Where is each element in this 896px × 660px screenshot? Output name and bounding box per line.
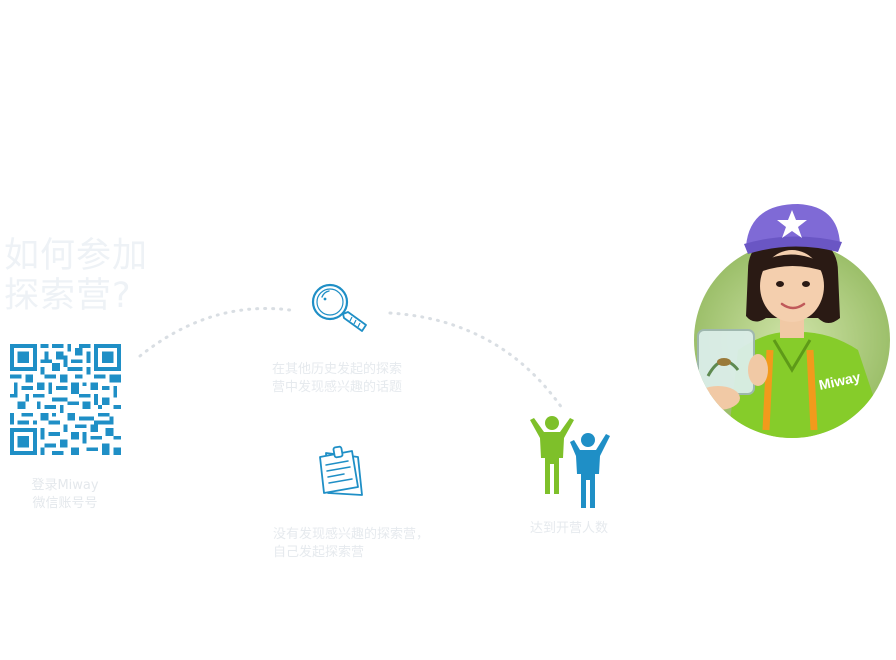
step-1-line-1: 在其他历史发起的探索 — [272, 362, 403, 377]
wechat-qr-code — [10, 344, 121, 455]
title-line-2: 探索营? — [4, 276, 132, 316]
qr-caption-line-2: 微信账号号 — [32, 496, 98, 511]
qr-caption: 登录Miway 微信账号号 — [10, 477, 120, 513]
step-2-line-2: 自己发起探索营 — [273, 545, 365, 560]
section-title: 如何参加 探索营? — [4, 236, 174, 316]
step-1-text: 在其他历史发起的探索 营中发现感兴趣的话题 — [272, 361, 432, 397]
step-3-line-1: 达到开营人数 — [530, 521, 609, 536]
step-2-line-1: 没有发现感兴趣的探索营， — [273, 527, 430, 542]
child-explorer-photo: Miway — [694, 204, 890, 438]
step-1-line-2: 营中发现感兴趣的话题 — [272, 380, 403, 395]
step-3-text: 达到开营人数 — [530, 520, 630, 538]
qr-caption-line-1: 登录Miway — [31, 478, 99, 493]
magnifier-icon — [311, 283, 367, 332]
title-line-1: 如何参加 — [4, 236, 149, 276]
people-cheering-icon — [530, 416, 610, 508]
step-2-text: 没有发现感兴趣的探索营， 自己发起探索营 — [273, 526, 453, 562]
notes-icon — [319, 445, 363, 496]
